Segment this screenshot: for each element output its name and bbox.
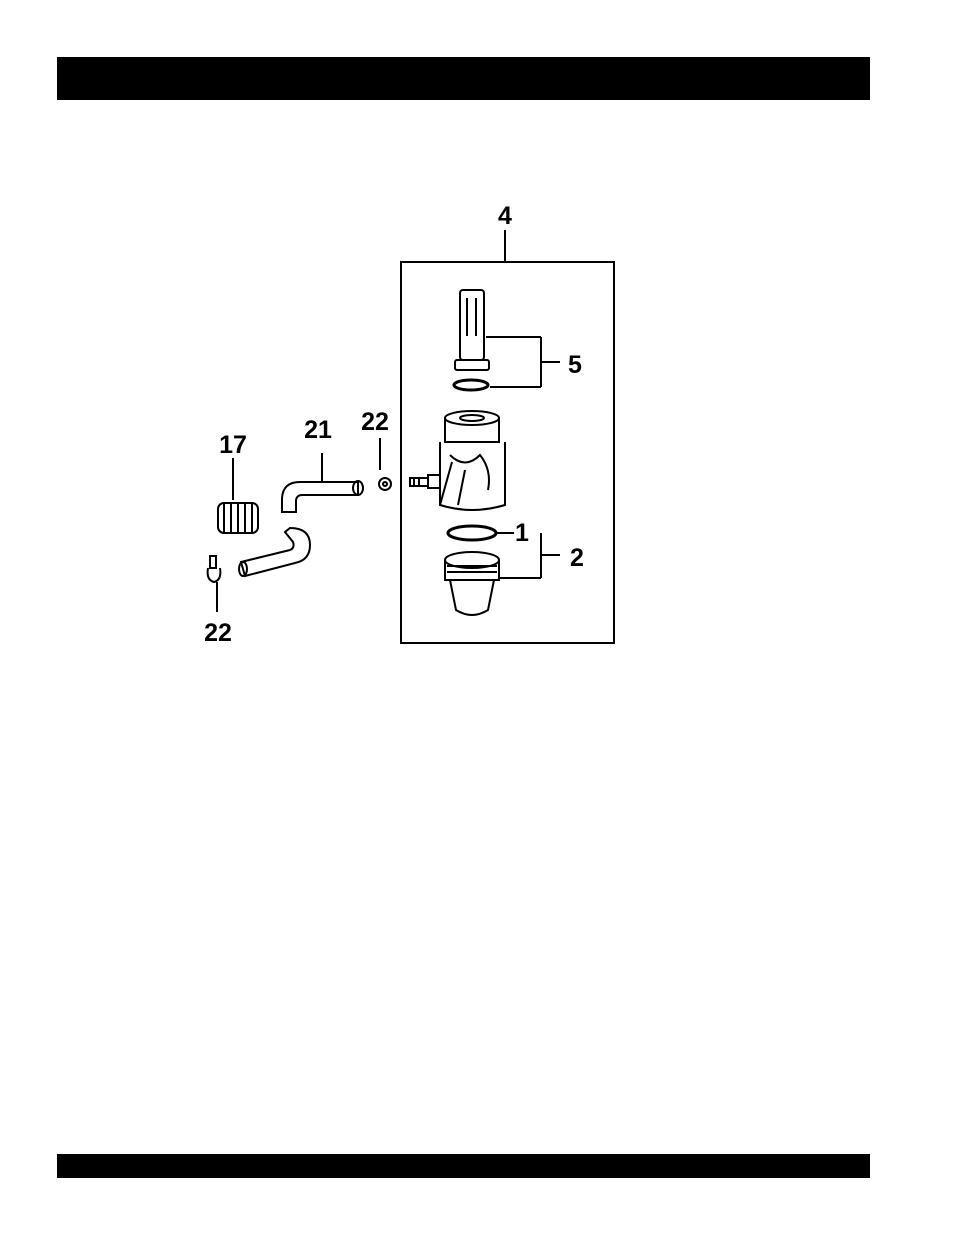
- callout-1: 1: [515, 519, 529, 547]
- clip-part-lower: [208, 556, 221, 612]
- callout-4: 4: [498, 202, 512, 230]
- callout-5: 5: [568, 351, 582, 379]
- gasket-part: [448, 526, 496, 540]
- clip-part-upper: [379, 438, 391, 490]
- callout-17: 17: [219, 431, 247, 459]
- sediment-cup-part: [445, 552, 499, 615]
- callout-21: 21: [304, 416, 332, 444]
- callout-2: 2: [570, 544, 584, 572]
- leader-5: [486, 337, 560, 387]
- footer-bar: [57, 1154, 870, 1178]
- callout-22-bottom: 22: [204, 619, 232, 647]
- callout-22-top: 22: [361, 408, 389, 436]
- fuel-valve-body: [410, 411, 505, 510]
- inline-filter-part: [218, 458, 258, 533]
- filter-strainer-part: [454, 290, 489, 390]
- assembly-box: [401, 262, 614, 643]
